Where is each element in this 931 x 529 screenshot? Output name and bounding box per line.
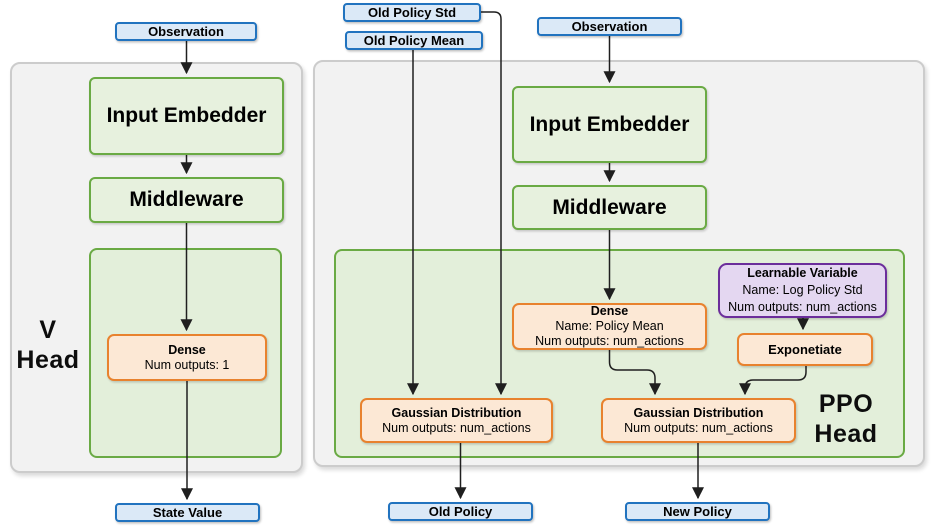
old-policy-node: Old Policy: [388, 502, 533, 521]
arrow-dense-to-gaussian-new: [608, 350, 661, 396]
observation-node-ppo: Observation: [537, 17, 682, 36]
old-policy-mean-label: Old Policy Mean: [363, 33, 465, 48]
middleware-label-ppo: Middleware: [552, 195, 667, 219]
gaussian-distribution-old-node: Gaussian Distribution Num outputs: num_a…: [360, 398, 553, 443]
learnable-variable-name: Name: Log Policy Std: [742, 283, 863, 297]
dense-node-v: Dense Num outputs: 1: [107, 334, 267, 381]
dense-name-ppo: Name: Policy Mean: [555, 319, 664, 333]
observation-label-ppo: Observation: [571, 19, 648, 34]
learnable-variable-node: Learnable Variable Name: Log Policy Std …: [718, 263, 887, 318]
exponetiate-node: Exponetiate: [737, 333, 873, 366]
observation-node-v: Observation: [115, 22, 257, 41]
new-policy-label: New Policy: [663, 504, 732, 519]
state-value-label: State Value: [152, 505, 223, 520]
old-policy-mean-node: Old Policy Mean: [345, 31, 483, 50]
v-head-title: V Head: [6, 315, 90, 375]
middleware-node-ppo: Middleware: [512, 185, 707, 230]
dense-num-outputs-v: Num outputs: 1: [144, 357, 230, 372]
exponetiate-label: Exponetiate: [768, 342, 842, 357]
input-embedder-label-v: Input Embedder: [106, 104, 267, 127]
old-policy-label: Old Policy: [428, 504, 493, 519]
dense-title-ppo: Dense: [590, 304, 629, 318]
dense-num-outputs-ppo: Num outputs: num_actions: [535, 334, 684, 348]
arrow-old-policy-std-to-gaussian: [481, 11, 507, 396]
ppo-head-title-line2: Head: [814, 420, 878, 448]
new-policy-node: New Policy: [625, 502, 770, 521]
gaussian-distribution-new-node: Gaussian Distribution Num outputs: num_a…: [601, 398, 796, 443]
ppo-head-title-line1: PPO: [818, 390, 874, 418]
ppo-head-title: PPO Head: [800, 389, 892, 449]
state-value-node: State Value: [115, 503, 260, 522]
arrow-exponetiate-to-gaussian-new: [739, 366, 807, 396]
gaussian-old-num-outputs: Num outputs: num_actions: [382, 420, 531, 435]
v-head-title-line1: V: [39, 316, 57, 344]
gaussian-old-title: Gaussian Distribution: [391, 405, 522, 420]
input-embedder-node-v: Input Embedder: [89, 77, 284, 155]
observation-label-v: Observation: [148, 24, 224, 39]
middleware-node-v: Middleware: [89, 177, 284, 223]
old-policy-std-node: Old Policy Std: [343, 3, 481, 22]
gaussian-new-num-outputs: Num outputs: num_actions: [624, 420, 773, 435]
v-head-title-line2: Head: [16, 346, 80, 374]
old-policy-std-label: Old Policy Std: [367, 5, 457, 20]
input-embedder-label-ppo: Input Embedder: [529, 112, 690, 136]
gaussian-new-title: Gaussian Distribution: [633, 405, 764, 420]
input-embedder-node-ppo: Input Embedder: [512, 86, 707, 163]
middleware-label-v: Middleware: [129, 188, 244, 211]
dense-title-v: Dense: [168, 342, 206, 357]
learnable-variable-num-outputs: Num outputs: num_actions: [728, 300, 877, 314]
dense-policy-mean-node: Dense Name: Policy Mean Num outputs: num…: [512, 303, 707, 350]
learnable-variable-title: Learnable Variable: [747, 266, 858, 280]
